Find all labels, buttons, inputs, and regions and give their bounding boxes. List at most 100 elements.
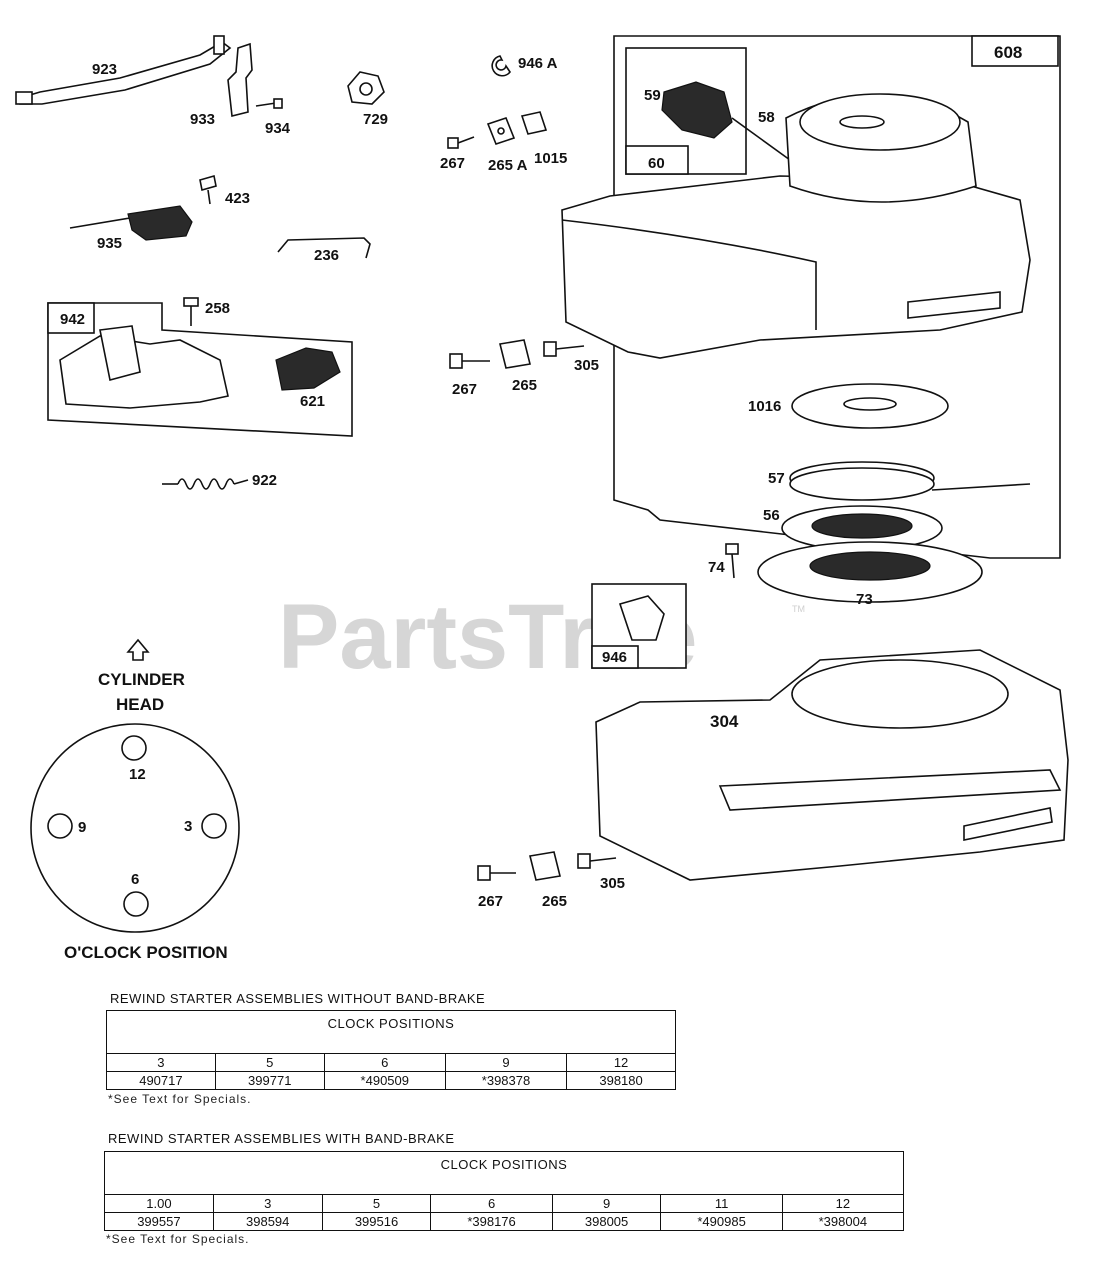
table1-part-number[interactable]: *398378	[444, 1071, 568, 1090]
part-923-governor-link[interactable]	[15, 35, 232, 105]
part-265a-clamp[interactable]	[486, 117, 516, 145]
part-267-screw-middle[interactable]	[449, 353, 490, 369]
starter-position-6	[123, 891, 149, 917]
part-73-ratchet[interactable]	[757, 541, 983, 603]
table2-position: 5	[321, 1194, 432, 1213]
part-305-screw-lower[interactable]	[577, 853, 617, 869]
table1-positions-row: 3 5 6 9 12	[106, 1053, 676, 1072]
table2-title: REWIND STARTER ASSEMBLIES WITH BAND-BRAK…	[108, 1131, 455, 1146]
callout-933: 933	[190, 111, 215, 128]
part-258-screw[interactable]	[183, 297, 199, 326]
part-935-control-lever[interactable]	[69, 205, 193, 241]
table2-part-number[interactable]: 398594	[212, 1212, 323, 1231]
starter-position-9	[47, 813, 73, 839]
part-267-screw-upper[interactable]	[447, 136, 475, 149]
table2-position: 3	[212, 1194, 323, 1213]
part-blower-housing-upper[interactable]	[561, 93, 1031, 359]
table1-part-number[interactable]: 398180	[566, 1071, 676, 1090]
part-1016-washer[interactable]	[791, 383, 949, 429]
part-265-clamp-middle[interactable]	[499, 339, 531, 369]
callout-942: 942	[60, 311, 85, 328]
part-942-control-assembly-box[interactable]	[47, 302, 353, 437]
table2-part-number[interactable]: 399557	[104, 1212, 214, 1231]
table2-with-band-brake: CLOCK POSITIONS 1.00 3 5 6 9 11 12 39955…	[104, 1151, 905, 1231]
table1-note: *See Text for Specials.	[108, 1092, 252, 1106]
table1-position: 9	[444, 1053, 568, 1072]
part-729-clip[interactable]	[347, 71, 385, 105]
clock-label-9: 9	[78, 819, 86, 836]
part-933-bracket[interactable]	[227, 42, 253, 117]
table1-title: REWIND STARTER ASSEMBLIES WITHOUT BAND-B…	[110, 991, 486, 1006]
table1-header: CLOCK POSITIONS	[106, 1010, 676, 1054]
part-305-screw-middle[interactable]	[543, 341, 585, 357]
table2-part-number[interactable]: *398176	[430, 1212, 553, 1231]
table2-part-number[interactable]: *398004	[781, 1212, 905, 1231]
table1-position: 3	[106, 1053, 216, 1072]
table2-note: *See Text for Specials.	[106, 1232, 250, 1246]
clock-label-12: 12	[129, 766, 146, 783]
part-304-blower-housing[interactable]	[595, 649, 1069, 881]
part-59-starter-handle[interactable]	[661, 81, 791, 161]
table1-position: 6	[323, 1053, 446, 1072]
callout-923: 923	[92, 61, 117, 78]
table2-position: 6	[430, 1194, 553, 1213]
table2-part-number[interactable]: 398005	[551, 1212, 662, 1231]
table2-parts-row: 399557 398594 399516 *398176 398005 *490…	[104, 1212, 905, 1231]
part-1015-plate[interactable]	[520, 111, 548, 135]
callout-73: 73	[856, 591, 873, 608]
callout-423: 423	[225, 190, 250, 207]
table1-part-number[interactable]: 399771	[214, 1071, 325, 1090]
table2-position: 9	[551, 1194, 662, 1213]
callout-935: 935	[97, 235, 122, 252]
table1-part-number[interactable]: 490717	[106, 1071, 216, 1090]
callout-265a: 265 A	[488, 157, 528, 174]
callout-922: 922	[252, 472, 277, 489]
callout-59: 59	[644, 87, 661, 104]
clock-title-line2: HEAD	[116, 695, 164, 714]
table2-position: 12	[781, 1194, 905, 1213]
clock-label-3: 3	[184, 818, 192, 835]
part-267-screw-lower[interactable]	[477, 865, 516, 881]
callout-305-lower: 305	[600, 875, 625, 892]
table1-part-number[interactable]: *490509	[323, 1071, 446, 1090]
callout-56: 56	[763, 507, 780, 524]
callout-1015: 1015	[534, 150, 567, 167]
clock-position-diagram: CYLINDER HEAD 12 9 3 6 O'CLOCK POSITION	[30, 638, 240, 962]
callout-1016: 1016	[748, 398, 781, 415]
callout-58: 58	[758, 109, 775, 126]
callout-267-middle: 267	[452, 381, 477, 398]
callout-934: 934	[265, 120, 291, 137]
callout-236: 236	[314, 247, 339, 264]
part-946a-clip[interactable]	[491, 55, 511, 77]
clock-label-6: 6	[131, 871, 139, 888]
table2-header: CLOCK POSITIONS	[104, 1151, 904, 1195]
callout-267-upper: 267	[440, 155, 465, 172]
part-946-clip-box[interactable]	[591, 583, 687, 669]
part-74-screw[interactable]	[725, 543, 739, 579]
part-423-screw[interactable]	[199, 174, 217, 205]
part-934-screw[interactable]	[255, 98, 283, 109]
table2-position: 11	[660, 1194, 783, 1213]
table2-position: 1.00	[104, 1194, 214, 1213]
up-arrow-icon	[126, 638, 150, 661]
starter-position-12	[121, 735, 147, 761]
part-265-clamp-lower[interactable]	[529, 851, 561, 881]
callout-265-lower: 265	[542, 893, 567, 910]
callout-265-middle: 265	[512, 377, 537, 394]
part-236-link[interactable]	[277, 237, 371, 259]
callout-608: 608	[994, 43, 1022, 62]
part-57-rewind-spring[interactable]	[789, 461, 1031, 501]
callout-60: 60	[648, 155, 665, 172]
callout-267-lower: 267	[478, 893, 503, 910]
table2-part-number[interactable]: *490985	[660, 1212, 783, 1231]
callout-946a: 946 A	[518, 55, 558, 72]
table2-part-number[interactable]: 399516	[321, 1212, 432, 1231]
table1-without-band-brake: CLOCK POSITIONS 3 5 6 9 12 490717 399771…	[106, 1010, 676, 1090]
part-56-pulley[interactable]	[781, 505, 943, 551]
table1-parts-row: 490717 399771 *490509 *398378 398180	[106, 1071, 676, 1090]
callout-729: 729	[363, 111, 388, 128]
starter-position-3	[201, 813, 227, 839]
callout-74: 74	[708, 559, 725, 576]
part-922-spring[interactable]	[162, 478, 249, 490]
